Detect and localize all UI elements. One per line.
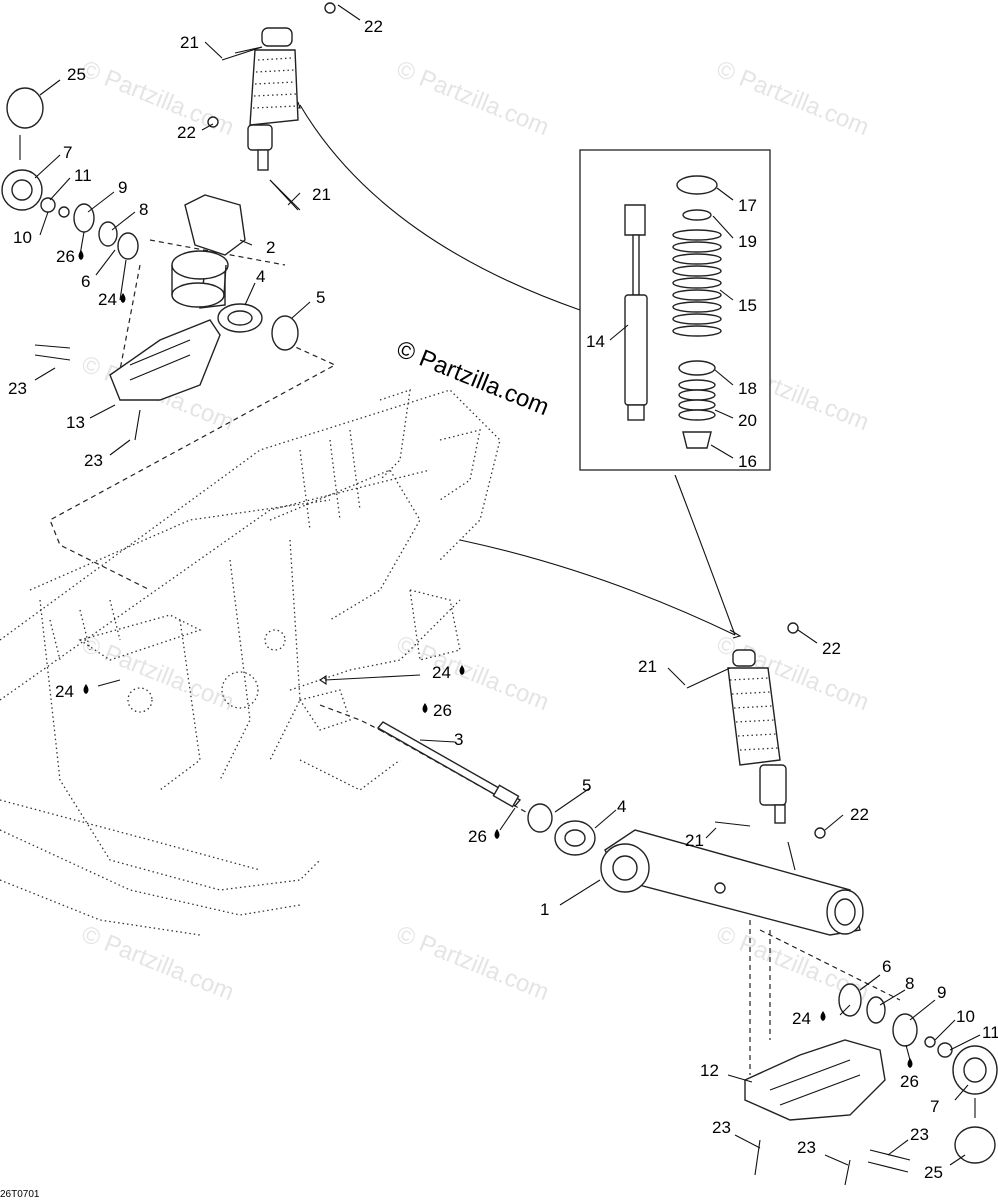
bearing-4-bottom [554, 820, 596, 856]
watermark: © Partzilla.com [78, 921, 238, 1007]
shock-absorber-top [234, 27, 301, 211]
callout-14: 14 [586, 332, 605, 351]
callout-7: 7 [63, 143, 72, 162]
callout-20: 20 [738, 411, 757, 430]
oil-drop-icon [907, 1058, 913, 1068]
lubrication-drop-icons [78, 250, 913, 1068]
retaining-ring-5-bottom [527, 803, 553, 833]
watermark: © Partzilla.com [393, 631, 553, 717]
callout-4: 4 [256, 267, 265, 286]
shaft-3 [376, 721, 522, 808]
callout-1: 1 [540, 900, 549, 919]
oil-drop-icon [820, 1011, 826, 1021]
callout-11: 11 [982, 1023, 998, 1042]
spacer-18 [678, 360, 716, 376]
callout-24: 24 [432, 663, 451, 682]
spring-20 [678, 379, 716, 421]
callout-6: 6 [81, 272, 90, 291]
callout-23: 23 [797, 1138, 816, 1157]
callout-16: 16 [738, 452, 757, 471]
hub-assembly-left [1, 87, 139, 260]
callout-25: 25 [924, 1163, 943, 1182]
clip-19 [682, 209, 712, 221]
brand-watermark: © Partzilla.com [393, 336, 553, 422]
oil-drop-icon [459, 665, 465, 675]
callout-24: 24 [98, 290, 117, 309]
swing-arm-pivot-bracket [171, 194, 246, 309]
callout-21: 21 [312, 185, 331, 204]
callout-15: 15 [738, 296, 757, 315]
callout-25: 25 [67, 65, 86, 84]
shock-absorber-bottom [686, 622, 826, 871]
skid-plate-13 [109, 319, 221, 401]
watermark: © Partzilla.com [78, 56, 238, 142]
oil-drop-icon [422, 703, 428, 713]
oil-drop-icon [120, 293, 126, 303]
retaining-ring-5-top [271, 315, 299, 351]
callout-23: 23 [8, 379, 27, 398]
callout-21: 21 [638, 657, 657, 676]
fasteners-bottom [754, 1139, 911, 1186]
watermark: © Partzilla.com [78, 631, 238, 717]
hub-assembly-right [838, 983, 998, 1164]
callout-23: 23 [910, 1125, 929, 1144]
callout-11: 11 [74, 166, 92, 185]
bearing-4-top [217, 303, 263, 333]
watermark: © Partzilla.com [393, 921, 553, 1007]
callout-19: 19 [738, 232, 757, 251]
drawing-code: 26T0701 [0, 1189, 40, 1200]
callout-10: 10 [13, 228, 32, 247]
callout-7: 7 [930, 1097, 939, 1116]
fasteners-top [34, 2, 336, 441]
oil-drop-icon [78, 250, 84, 260]
callout-3: 3 [454, 730, 463, 749]
callout-21: 21 [685, 831, 704, 850]
callout-23: 23 [84, 451, 103, 470]
callout-9: 9 [118, 178, 127, 197]
guide-lines [49, 101, 901, 1075]
callout-26: 26 [468, 827, 487, 846]
callout-8: 8 [139, 200, 148, 219]
callout-13: 13 [66, 413, 85, 432]
callout-labels: 21 22 25 22 7 11 9 8 10 26 6 24 21 2 4 5… [8, 17, 998, 1182]
callout-26: 26 [56, 247, 75, 266]
collar-16 [682, 431, 712, 449]
callout-24: 24 [55, 682, 74, 701]
callout-8: 8 [905, 974, 914, 993]
callout-22: 22 [177, 123, 196, 142]
callout-18: 18 [738, 379, 757, 398]
callout-4: 4 [617, 797, 626, 816]
leader-lines [34, 4, 981, 1166]
oil-drop-icon [83, 684, 89, 694]
callout-6: 6 [882, 957, 891, 976]
callout-10: 10 [956, 1007, 975, 1026]
callout-26: 26 [900, 1072, 919, 1091]
callout-22: 22 [364, 17, 383, 36]
callout-12: 12 [700, 1061, 719, 1080]
watermark: © Partzilla.com [393, 56, 553, 142]
callout-17: 17 [738, 196, 757, 215]
callout-24: 24 [792, 1009, 811, 1028]
shock-exploded-inset [579, 149, 771, 471]
callout-22: 22 [822, 639, 841, 658]
callout-9: 9 [937, 983, 946, 1002]
callout-26: 26 [433, 701, 452, 720]
callout-5: 5 [316, 288, 325, 307]
callout-23: 23 [712, 1118, 731, 1137]
spring-15 [672, 229, 722, 337]
swing-arm-1 [600, 829, 864, 936]
callout-22: 22 [850, 805, 869, 824]
callout-2: 2 [266, 238, 275, 257]
callout-21: 21 [180, 33, 199, 52]
callout-5: 5 [582, 776, 591, 795]
skid-plate-12 [744, 1039, 886, 1121]
spring-seat-17 [676, 175, 718, 195]
oil-drop-icon [494, 829, 500, 839]
watermark: © Partzilla.com [713, 56, 873, 142]
